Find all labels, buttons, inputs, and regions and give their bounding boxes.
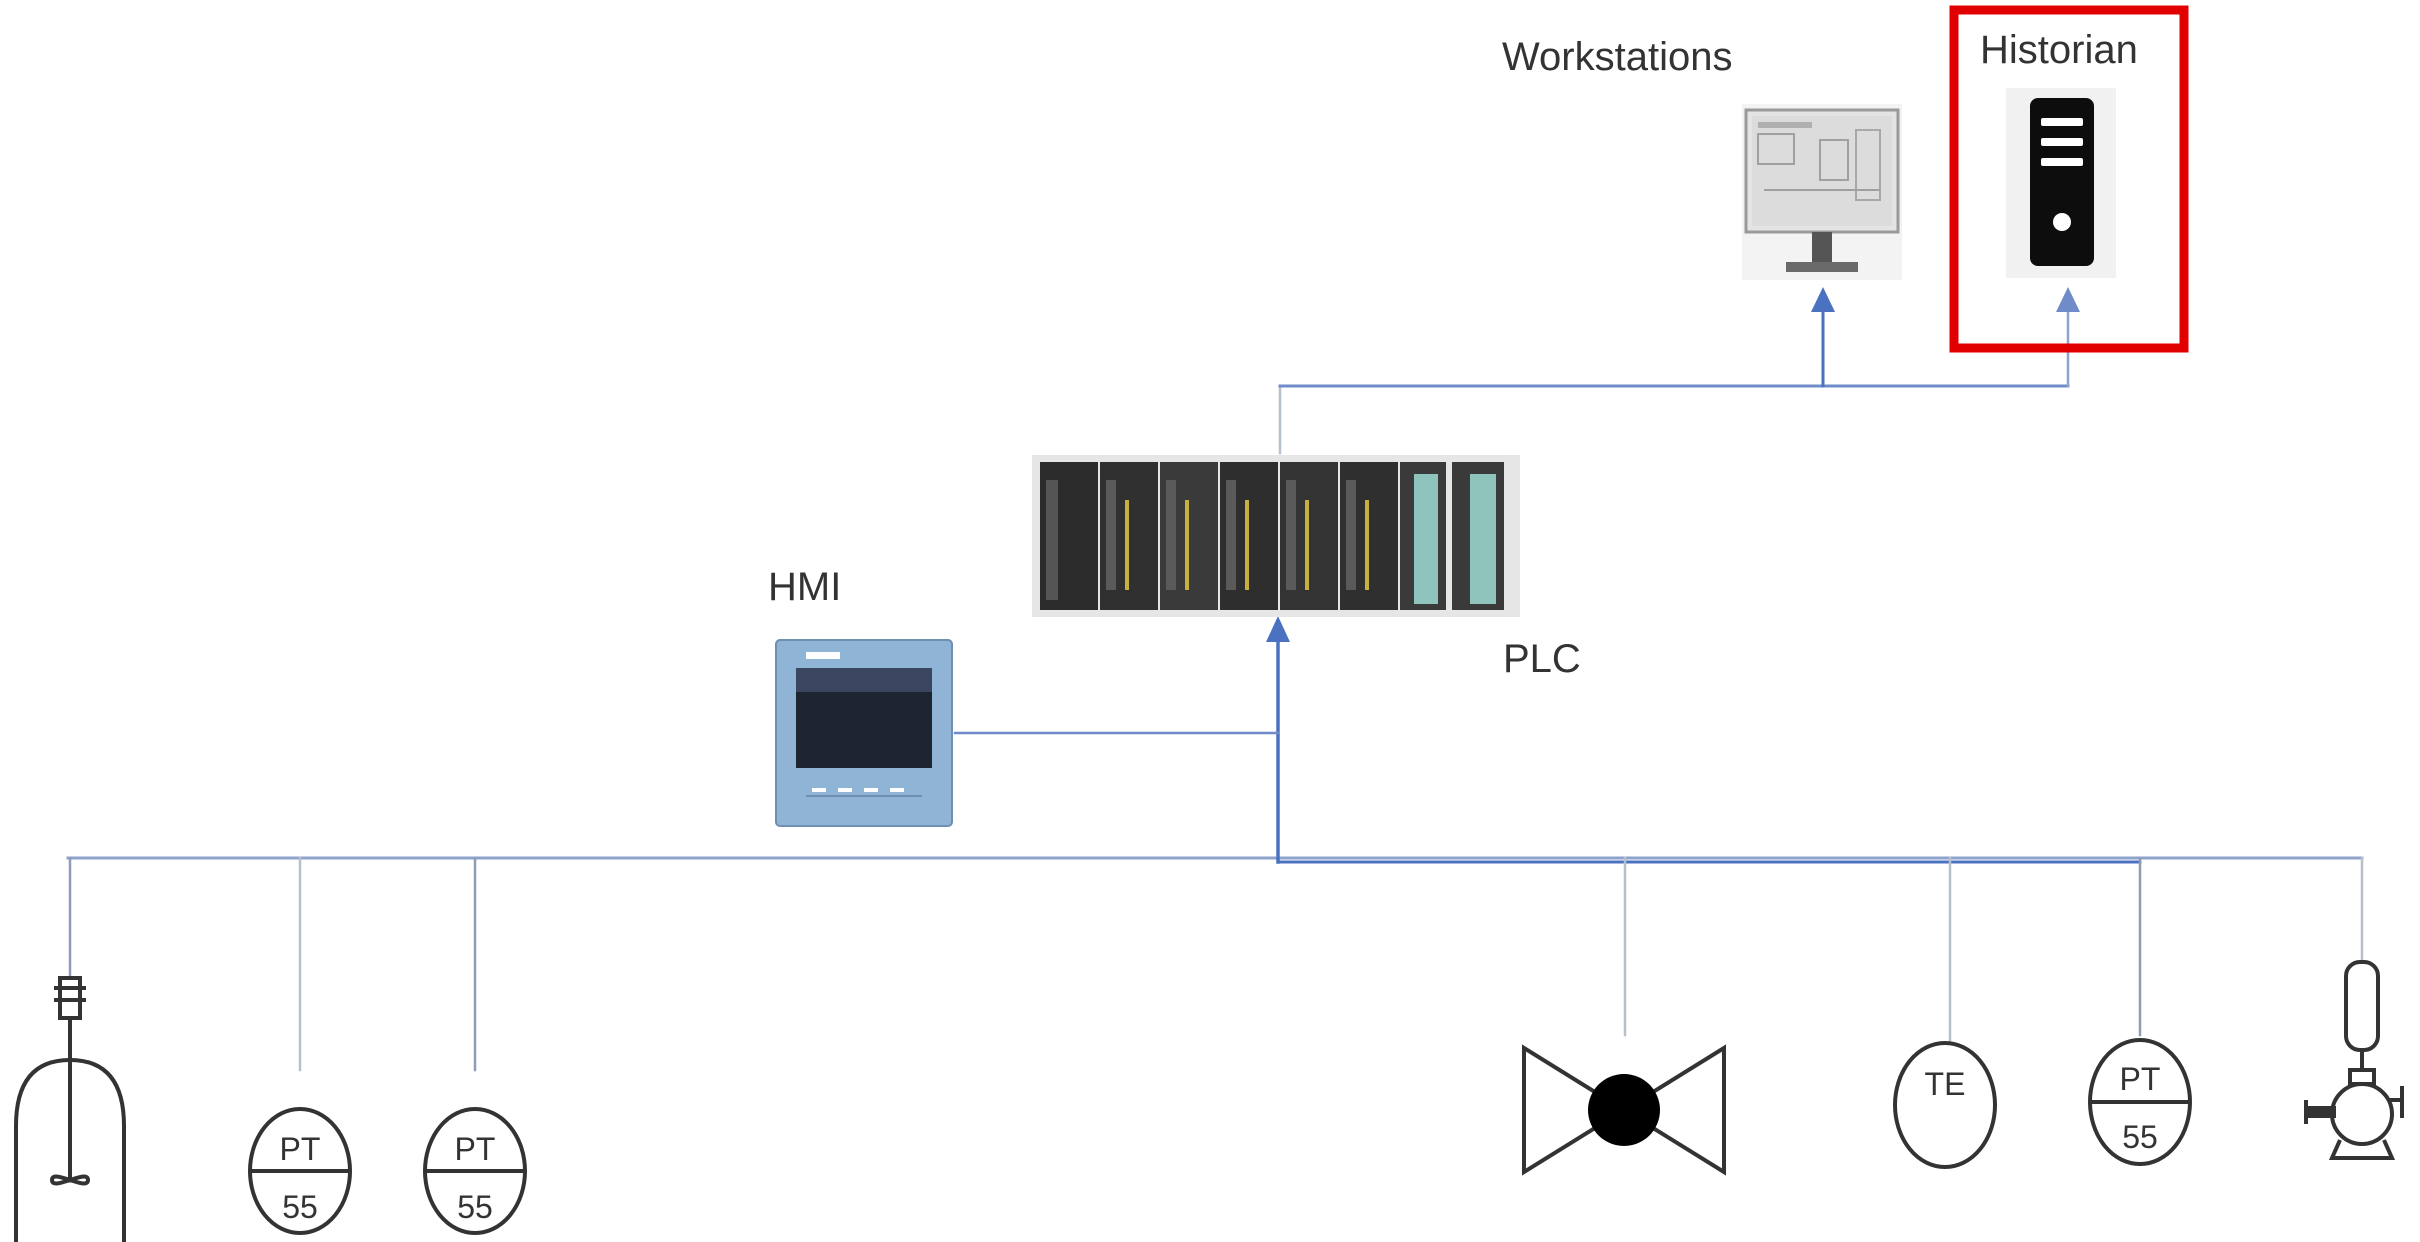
workstation: Workstations <box>1502 35 1902 280</box>
pt-2-tag: PT <box>455 1131 496 1167</box>
historian-label: Historian <box>1980 28 2138 72</box>
pump-icon <box>2304 960 2404 1160</box>
agitated-vessel-icon <box>14 976 126 1242</box>
plc-arrow <box>1266 616 1290 642</box>
pressure-transmitter-2: PT 55 <box>423 1107 527 1235</box>
hmi: HMI <box>768 565 953 827</box>
historian-highlight-box <box>1949 5 2189 353</box>
pt-2-loop: 55 <box>457 1189 493 1225</box>
temperature-element: TE <box>1893 1041 1997 1169</box>
pt-1-tag: PT <box>280 1131 321 1167</box>
plc: PLC <box>1032 455 1581 681</box>
pt-1-loop: 55 <box>282 1189 318 1225</box>
workstation-arrow <box>1811 287 1835 312</box>
monitor-icon <box>1742 104 1902 280</box>
pt-3-loop: 55 <box>2122 1119 2158 1155</box>
historian: Historian <box>1949 5 2189 353</box>
hmi-panel-icon <box>775 639 953 827</box>
plc-rack-icon <box>1032 455 1520 617</box>
plc-label: PLC <box>1503 637 1581 681</box>
hmi-label: HMI <box>768 565 841 609</box>
pump <box>2304 960 2404 1160</box>
control-valve <box>1522 1044 1726 1176</box>
historian-arrow <box>2056 287 2080 312</box>
pressure-transmitter-1: PT 55 <box>248 1107 352 1235</box>
pressure-transmitter-3: PT 55 <box>2088 1038 2192 1166</box>
workstations-label: Workstations <box>1502 35 1732 79</box>
server-tower-icon <box>2006 88 2116 278</box>
te-tag: TE <box>1925 1066 1966 1102</box>
network-lines <box>66 287 2364 1072</box>
control-valve-icon <box>1522 1044 1726 1176</box>
pt-3-tag: PT <box>2120 1061 2161 1097</box>
agitated-vessel <box>14 976 126 1242</box>
